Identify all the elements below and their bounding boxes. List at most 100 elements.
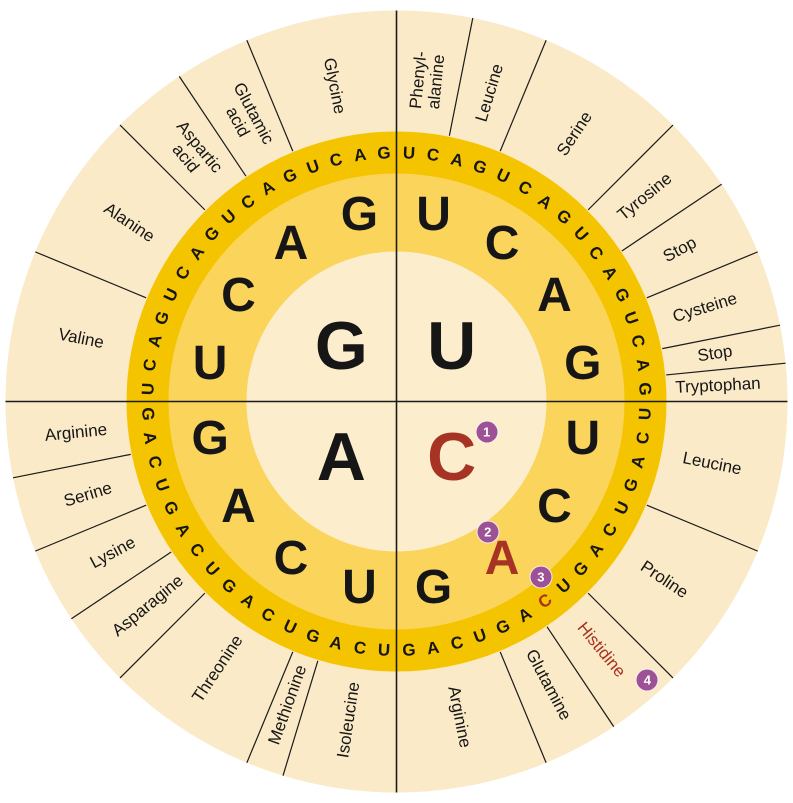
amino-acid-leucine: Leucine [681,449,743,479]
third-base-CAA: A [514,603,535,627]
amino-acid-name-line: Glycine [319,55,350,116]
second-base-CU: U [565,411,601,465]
step-badge-2: 2 [476,520,500,544]
amino-acid-name-line: Serine [553,107,597,160]
third-base-AGU: U [151,476,174,495]
third-base-AAU: U [200,557,224,580]
third-base-AUU: U [377,640,391,660]
third-base-UCA: A [534,190,556,213]
third-base-UAU: U [569,223,593,246]
amino-acid-name-line: Valine [56,324,106,352]
third-base-ACA: A [237,590,259,613]
first-base-A: A [316,418,366,495]
third-base-UUG: G [470,155,490,179]
amino-sector-divider [35,504,147,552]
first-base-C: C [427,418,477,495]
amino-sector-divider [662,324,781,350]
amino-sector-divider [71,551,172,620]
amino-acid-tyrosine: Tyrosine [614,169,676,225]
third-base-CCG: G [569,557,593,580]
third-base-GUG: G [150,308,174,328]
amino-sector-divider [282,660,319,776]
second-base-GG: G [340,188,379,242]
third-base-CUC: C [632,430,654,446]
third-base-ACG: G [217,574,241,598]
amino-sector-divider [119,592,206,679]
first-base-U: U [427,308,477,385]
third-base-AGG: G [137,406,158,421]
third-base-CCA: A [585,539,608,561]
amino-acid-valine: Valine [56,324,106,352]
second-base-UA: A [537,268,572,322]
amino-acid-name-line: alanine [424,53,449,111]
third-base-CCU: U [610,498,633,518]
third-base-GUU: U [138,382,158,396]
amino-sector-divider [448,17,474,136]
amino-acid-name-line: Glutamine [522,646,576,724]
third-base-AUG: G [303,624,323,648]
third-base-ACC: C [258,603,279,627]
third-base-UUC: C [425,144,441,166]
amino-sector-divider [12,453,131,479]
third-base-CUA: A [627,453,649,471]
third-base-UGC: C [627,332,649,350]
third-base-AUA: A [327,632,345,654]
second-base-GC: C [221,268,256,322]
amino-sector-divider [35,251,147,299]
third-base-UCG: G [552,205,575,229]
third-base-ACU: U [280,615,300,638]
third-base-GAC: C [237,190,259,213]
amino-acid-leucine: Leucine [471,61,508,125]
amino-acid-arginine: Arginine [44,420,108,445]
amino-acid-asparagine: Asparagine [108,571,187,640]
third-base-GCC: C [171,263,195,284]
third-base-UUA: A [448,149,466,171]
amino-sector-divider [246,40,294,152]
amino-acid-name-line: Proline [637,557,692,603]
amino-acid-name-line: Stop [660,232,701,266]
third-base-CGG: G [401,640,416,661]
third-base-CUU: U [635,407,655,421]
third-base-CAU: U [552,574,575,598]
second-base-AG: G [191,411,229,465]
third-base-GCA: A [185,242,208,264]
amino-acid-name-line: Lysine [86,532,139,573]
amino-sector-divider [246,651,294,763]
amino-acid-name-line: Stop [696,341,734,366]
third-base-UCC: C [514,176,535,200]
amino-acid-name-line: Leucine [681,448,744,479]
third-base-GGC: C [327,149,345,171]
third-base-GAA: A [258,176,279,200]
second-base-AC: C [273,532,309,586]
third-base-UUU: U [402,143,416,163]
amino-sector-divider [666,362,786,376]
third-base-UGG: G [635,382,656,397]
amino-acid-isoleucine: Isoleucine [334,681,364,760]
step-badge-3: 3 [529,565,553,589]
second-base-CA: A [484,532,520,586]
amino-acid-name-line: Leucine [471,61,508,125]
second-base-CC: C [537,480,572,534]
third-base-CCC: C [598,519,622,540]
third-base-GGU: U [303,156,322,179]
third-base-UCU: U [493,165,513,188]
third-base-AGC: C [144,453,166,471]
second-base-CG: G [414,560,453,614]
amino-sector-divider [499,40,547,152]
step-badge-4: 4 [635,668,659,692]
amino-acid-threonine: Threonine [187,631,247,706]
first-base-G: G [314,308,368,385]
step-badge-1: 1 [475,420,499,444]
third-base-GGA: A [352,144,368,166]
third-base-AGA: A [139,430,161,446]
amino-acid-name-line: Methionine [264,662,311,747]
third-base-CAG: G [492,615,513,638]
second-base-UC: C [484,216,520,270]
third-base-GUA: A [144,332,166,350]
amino-acid-name-line: Threonine [187,631,247,706]
amino-acid-stop: Stop [696,341,734,366]
amino-acid-name-line: Tryptophan [674,373,762,397]
third-base-AUC: C [352,637,368,659]
third-base-AAC: C [185,539,208,561]
